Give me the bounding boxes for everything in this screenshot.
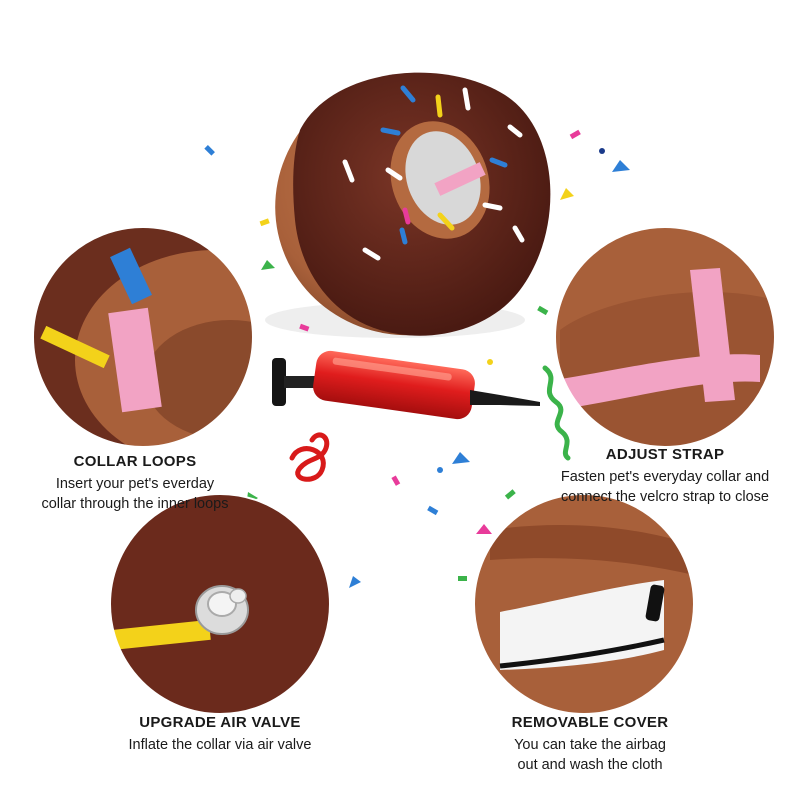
sprinkles-icon bbox=[342, 85, 525, 261]
feature-text: connect the velcro strap to close bbox=[561, 489, 769, 505]
air-valve-icon bbox=[195, 585, 249, 635]
feature-upgrade-air-valve: UPGRADE AIR VALVE Inflate the collar via… bbox=[95, 714, 345, 755]
feature-text: out and wash the cloth bbox=[517, 757, 663, 773]
feature-title: ADJUST STRAP bbox=[605, 446, 725, 463]
detail-collar-loops bbox=[33, 227, 253, 447]
feature-adjust-strap: ADJUST STRAP Fasten pet's everyday colla… bbox=[540, 446, 790, 507]
feature-text: Inflate the collar via air valve bbox=[128, 737, 312, 753]
feature-text: collar through the inner loops bbox=[41, 496, 229, 512]
feature-text: You can take the airbag bbox=[514, 737, 666, 753]
detail-adjust-strap bbox=[555, 227, 775, 447]
zipper-pull-icon bbox=[645, 584, 665, 622]
hand-air-pump-icon bbox=[272, 350, 540, 420]
feature-text: Fasten pet's everyday collar and bbox=[560, 469, 770, 485]
feature-title: COLLAR LOOPS bbox=[73, 453, 197, 470]
feature-title: REMOVABLE COVER bbox=[511, 714, 669, 731]
detail-removable-cover bbox=[474, 494, 694, 714]
detail-air-valve bbox=[110, 494, 330, 714]
feature-text: Insert your pet's everday bbox=[55, 476, 215, 492]
feature-collar-loops: COLLAR LOOPS Insert your pet's everday c… bbox=[20, 453, 250, 514]
feature-title: UPGRADE AIR VALVE bbox=[139, 714, 301, 731]
feature-removable-cover: REMOVABLE COVER You can take the airbag … bbox=[470, 714, 710, 775]
donut-collar-icon bbox=[265, 72, 551, 338]
